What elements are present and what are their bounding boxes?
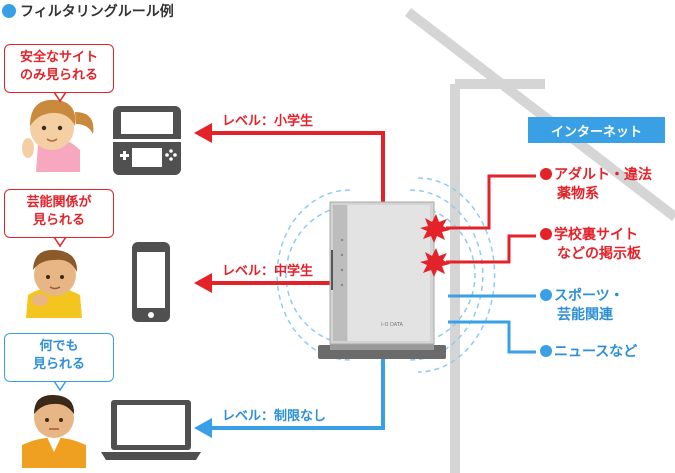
blue-lines [210, 355, 385, 430]
level-label-1: レベル：小学生 [222, 114, 314, 129]
title-text: フィルタリングルール例 [20, 4, 174, 20]
boy-avatar [26, 249, 82, 318]
user-2-bubble: 芸能関係が 見られる [4, 189, 114, 238]
allowed-item-1: スポーツ・ 芸能関連 [540, 287, 624, 325]
allowed-item-2: ニュースなど [540, 343, 637, 362]
game-console-icon [113, 106, 181, 175]
arrow-head-1 [194, 123, 212, 143]
blocked-item-1: アダルト・違法 薬物系 [540, 166, 652, 204]
diagram-title: フィルタリングルール例 [2, 2, 174, 20]
router-brand: I-O DATA [381, 322, 403, 328]
arrow-head-2 [194, 273, 212, 293]
blocked-item-2: 学校裏サイト などの掲示板 [540, 226, 641, 264]
red-bullet-icon [540, 168, 552, 180]
house-outline [404, 8, 675, 473]
bubble-tail-1 [52, 91, 68, 103]
laptop-icon [101, 400, 201, 460]
user-3-bubble: 何でも 見られる [4, 333, 114, 382]
bubble-tail-3 [52, 380, 68, 392]
red-lines [210, 131, 385, 285]
wifi-waves [276, 177, 496, 373]
level-label-3: レベル：制限なし [222, 409, 327, 424]
user-1-bubble: 安全なサイト のみ見られる [4, 44, 114, 93]
router: I-O DATA [318, 201, 446, 359]
internet-label: インターネット [528, 117, 665, 143]
block-burst-1 [420, 214, 450, 243]
smartphone-icon [132, 242, 170, 322]
blue-bullet-icon [540, 345, 552, 357]
red-bullet-icon [540, 228, 552, 240]
level-label-2: レベル：中学生 [222, 264, 314, 279]
man-avatar [22, 394, 86, 468]
arrow-head-3 [194, 418, 212, 438]
block-burst-2 [420, 248, 450, 277]
internet-lines [446, 174, 536, 354]
bubble-tail-2 [52, 236, 68, 248]
blue-bullet-icon [540, 289, 552, 301]
title-bullet-icon [2, 4, 16, 18]
girl-avatar [22, 99, 94, 172]
